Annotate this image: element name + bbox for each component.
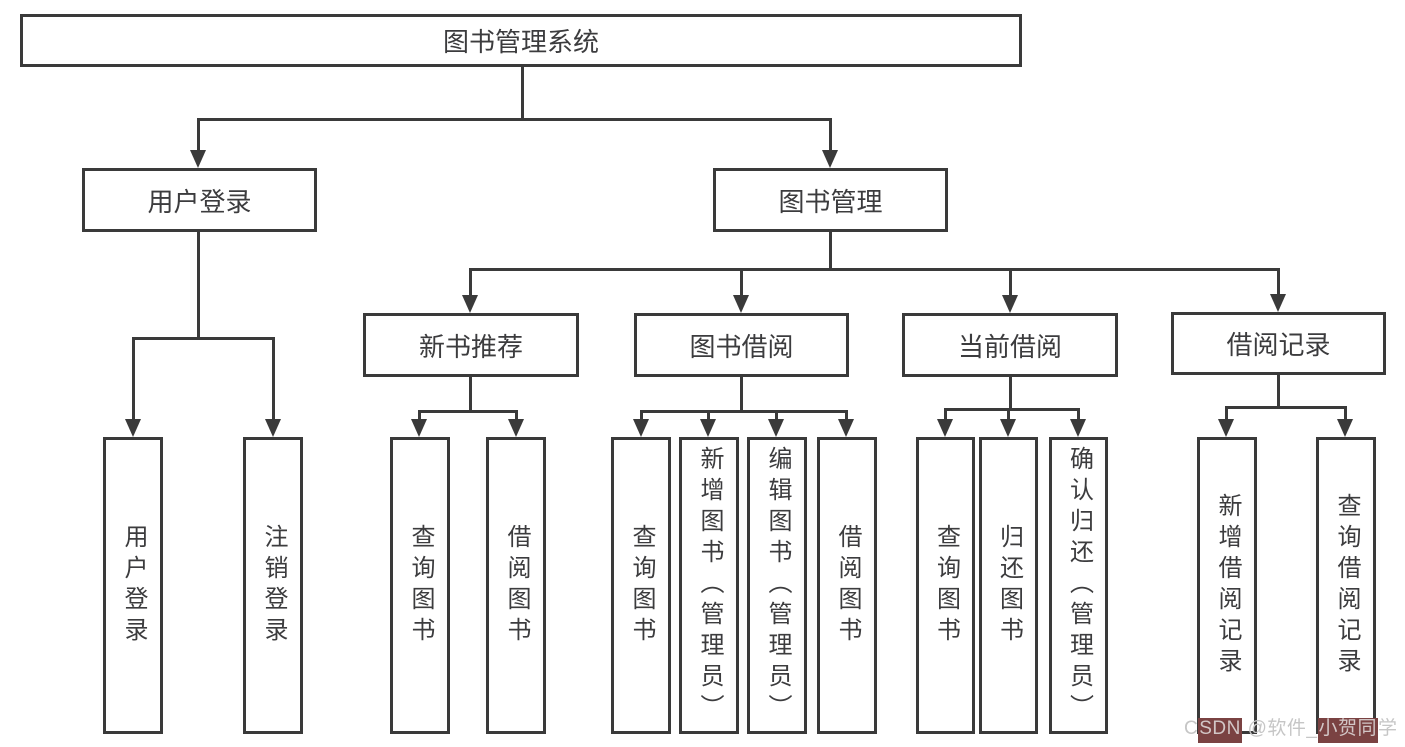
connector-line: [1077, 408, 1080, 423]
node-book-management: 图书管理: [713, 168, 948, 232]
watermark-highlight: 小贺同: [1317, 718, 1379, 743]
connector-line: [829, 118, 832, 154]
arrowhead-icon: [633, 419, 649, 437]
node-user-login-label: 用户登录: [147, 186, 252, 217]
arrowhead-icon: [822, 150, 838, 168]
connector-line: [469, 377, 472, 410]
arrowhead-icon: [937, 419, 953, 437]
connector-line: [740, 268, 743, 297]
arrowhead-icon: [733, 295, 749, 313]
node-book-management-label: 图书管理: [778, 186, 883, 217]
connector-line: [418, 410, 421, 423]
connector-line: [132, 337, 275, 340]
arrowhead-icon: [190, 150, 206, 168]
arrowhead-icon: [1070, 419, 1086, 437]
connector-line: [640, 410, 848, 413]
connector-line: [1225, 406, 1228, 423]
leaf-br-query-record-label: 查询借阅记录: [1333, 492, 1360, 679]
leaf-br-query-record: 查询借阅记录: [1316, 437, 1376, 734]
connector-line: [829, 232, 832, 268]
connector-line: [1225, 406, 1346, 409]
node-user-login: 用户登录: [82, 168, 317, 232]
watermark-highlight: SDN: [1198, 718, 1242, 743]
node-root-label: 图书管理系统: [442, 27, 599, 57]
leaf-br-add-record: 新增借阅记录: [1197, 437, 1257, 734]
arrowhead-icon: [1218, 419, 1234, 437]
leaf-br-add-record-label: 新增借阅记录: [1214, 492, 1241, 679]
leaf-bb-query-book: 查询图书: [611, 437, 671, 734]
arrowhead-icon: [1000, 419, 1016, 437]
connector-line: [469, 268, 1280, 271]
connector-line: [197, 232, 200, 337]
leaf-bb-borrow-book-label: 借阅图书: [834, 523, 861, 648]
node-current-borrow: 当前借阅: [902, 313, 1118, 377]
leaf-cb-query-book-label: 查询图书: [932, 523, 960, 648]
arrowhead-icon: [768, 419, 784, 437]
connector-line: [418, 410, 518, 413]
node-borrow-records: 借阅记录: [1171, 312, 1386, 375]
arrowhead-icon: [1270, 294, 1286, 312]
connector-line: [845, 410, 848, 423]
connector-line: [197, 118, 832, 121]
watermark-text: @软件_: [1241, 718, 1318, 739]
leaf-nb-query-book-label: 查询图书: [407, 523, 434, 648]
watermark-text: C: [1184, 718, 1199, 739]
connector-line: [272, 337, 275, 421]
connector-line: [944, 408, 947, 423]
connector-line: [1344, 406, 1347, 423]
connector-line: [944, 408, 1080, 411]
arrowhead-icon: [411, 419, 427, 437]
leaf-bb-add-book-label: 新增图书（管理员）: [696, 446, 723, 725]
watermark-text: 学: [1378, 718, 1398, 739]
node-new-book-recommend-label: 新书推荐: [418, 331, 523, 362]
connector-line: [740, 377, 743, 410]
connector-line: [1009, 268, 1012, 297]
connector-line: [469, 268, 472, 297]
leaf-logout-label: 注销登录: [260, 523, 287, 648]
leaf-bb-edit-book-label: 编辑图书（管理员）: [764, 446, 791, 725]
leaf-bb-edit-book: 编辑图书（管理员）: [747, 437, 807, 734]
arrowhead-icon: [1337, 419, 1353, 437]
leaf-bb-add-book: 新增图书（管理员）: [679, 437, 739, 734]
connector-line: [1009, 377, 1012, 408]
leaf-nb-borrow-book-label: 借阅图书: [503, 523, 530, 648]
leaf-user-login-label: 用户登录: [120, 523, 147, 648]
arrowhead-icon: [462, 295, 478, 313]
arrowhead-icon: [508, 419, 524, 437]
arrowhead-icon: [1002, 295, 1018, 313]
node-current-borrow-label: 当前借阅: [957, 331, 1062, 362]
arrowhead-icon: [125, 419, 141, 437]
connector-line: [515, 410, 518, 423]
connector-line: [521, 67, 524, 118]
connector-line: [640, 410, 643, 423]
leaf-nb-borrow-book: 借阅图书: [486, 437, 546, 734]
connector-line: [132, 337, 135, 421]
connector-line: [1277, 375, 1280, 406]
arrowhead-icon: [838, 419, 854, 437]
node-borrow-records-label: 借阅记录: [1226, 330, 1331, 360]
node-book-borrow-label: 图书借阅: [689, 331, 794, 362]
connector-line: [197, 118, 200, 154]
connector-line: [775, 410, 778, 423]
leaf-logout: 注销登录: [243, 437, 303, 734]
leaf-user-login: 用户登录: [103, 437, 163, 734]
connector-line: [707, 410, 710, 423]
leaf-cb-return-book-label: 归还图书: [995, 523, 1023, 648]
connector-line: [1277, 268, 1280, 297]
csdn-watermark: CSDN @软件_小贺同学: [1184, 716, 1398, 743]
leaf-cb-confirm-return: 确认归还（管理员）: [1049, 437, 1108, 734]
node-book-borrow: 图书借阅: [634, 313, 849, 377]
arrowhead-icon: [265, 419, 281, 437]
connector-line: [1007, 408, 1010, 423]
leaf-bb-borrow-book: 借阅图书: [817, 437, 877, 734]
leaf-cb-query-book: 查询图书: [916, 437, 975, 734]
leaf-bb-query-book-label: 查询图书: [628, 523, 655, 648]
node-new-book-recommend: 新书推荐: [363, 313, 579, 377]
leaf-cb-confirm-return-label: 确认归还（管理员）: [1065, 446, 1093, 725]
node-root: 图书管理系统: [20, 14, 1022, 67]
arrowhead-icon: [700, 419, 716, 437]
leaf-cb-return-book: 归还图书: [979, 437, 1038, 734]
leaf-nb-query-book: 查询图书: [390, 437, 450, 734]
